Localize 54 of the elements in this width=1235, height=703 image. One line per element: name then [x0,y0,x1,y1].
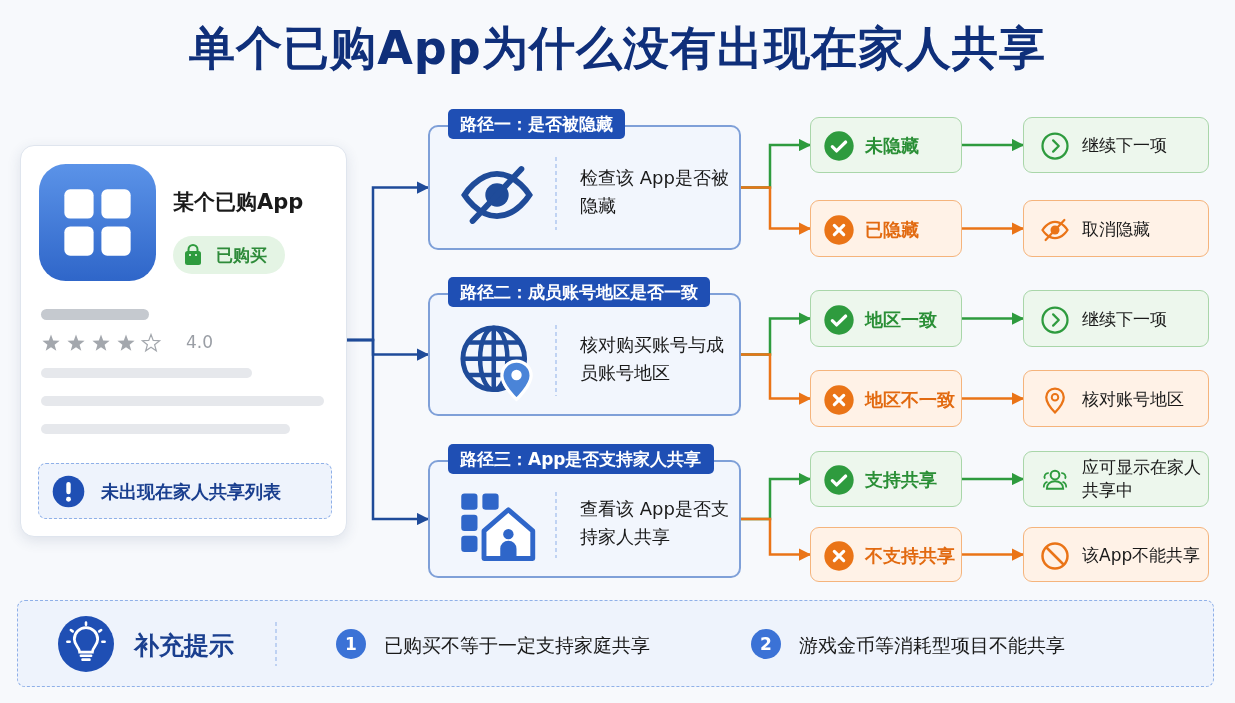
path-description: 核对购买账号与成员账号地区 [580,332,725,385]
outcome-box [810,370,962,427]
tip-text: 游戏金币等消耗型项目不能共享 [799,633,1065,658]
outcome-label: 不支持共享 [865,543,955,568]
warning-text: 未出现在家人共享列表 [101,480,281,504]
rating-value: 4.0 [186,332,214,352]
badge-label: 已购买 [216,244,267,267]
arrow [962,472,1025,486]
arrow [741,517,812,561]
action-label: 继续下一项 [1082,133,1168,157]
arrow [962,392,1025,405]
purchased-badge [173,236,285,274]
arrow [347,338,430,526]
outcome-box [810,290,962,347]
action-box [1023,451,1209,507]
arrow [962,138,1025,152]
outcome-box [810,200,962,257]
path-heading: 路径二：成员账号地区是否一致 [448,277,710,307]
action-box [1023,370,1209,427]
outcome-label: 地区一致 [865,307,937,332]
outcome-box [810,117,962,173]
action-label: 继续下一项 [1082,307,1168,330]
path-description: 查看该 App是否支持家人共享 [580,497,730,549]
tip-panel [17,600,1214,687]
number-badge: 1 [336,629,366,659]
action-label: 该App不能共享 [1082,543,1202,566]
outcome-box [810,527,962,582]
action-label: 取消隐藏 [1082,217,1151,240]
outcome-label: 已隐藏 [865,217,919,242]
outcome-box [810,451,962,507]
arrow [741,353,812,405]
warning-note [38,463,332,519]
action-box [1023,290,1209,347]
outcome-label: 未隐藏 [865,134,919,158]
arrow [962,222,1025,235]
action-box [1023,117,1209,173]
outcome-label: 地区不一致 [865,387,955,412]
diagram-title: 单个已购App为什么没有出现在家人共享 [188,20,1047,77]
path-heading: 路径一：是否被隐藏 [448,109,625,139]
app-card [20,145,347,537]
action-box [1023,200,1209,257]
outcome-label: 支持共享 [865,468,937,492]
path-description: 检查该 App是否被隐藏 [580,165,730,218]
action-box [1023,527,1209,582]
tip-text: 已购买不等于一定支持家庭共享 [384,633,650,658]
app-name: 某个已购App [173,189,304,216]
arrow [962,548,1025,561]
tip-heading: 补充提示 [134,630,234,662]
number-badge: 2 [751,629,781,659]
arrow [962,312,1025,325]
action-label: 核对账号地区 [1082,387,1185,410]
path-heading: 路径三：App是否支持家人共享 [448,444,714,474]
action-label: 应可显示在家人共享中 [1082,456,1202,502]
arrow [741,186,812,235]
